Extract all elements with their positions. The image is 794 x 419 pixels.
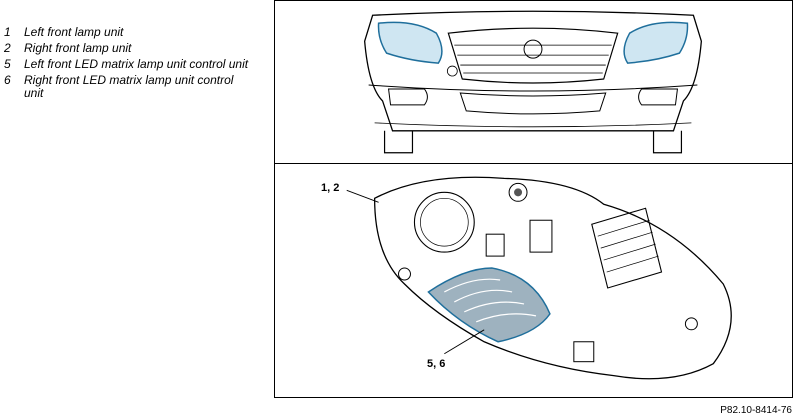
legend-item-2: 2 Right front lamp unit — [4, 42, 254, 55]
headlamp-rear-view: 1, 2 5, 6 — [275, 164, 792, 397]
legend-text: Left front lamp unit — [24, 25, 124, 39]
legend-text: Right front LED matrix lamp unit control… — [24, 73, 234, 100]
legend-text: Left front LED matrix lamp unit control … — [24, 57, 249, 71]
figure-frame: 1, 2 5, 6 — [274, 0, 793, 398]
legend-item-1: 1 Left front lamp unit — [4, 26, 254, 39]
panel-divider — [275, 163, 792, 164]
callout-control-units: 5, 6 — [427, 358, 446, 370]
car-front-illustration — [363, 10, 703, 154]
legend: 1 Left front lamp unit 2 Right front lam… — [4, 26, 254, 103]
legend-number: 1 — [4, 25, 11, 39]
legend-item-6: 6 Right front LED matrix lamp unit contr… — [4, 74, 254, 100]
legend-item-5: 5 Left front LED matrix lamp unit contro… — [4, 58, 254, 71]
legend-number: 5 — [4, 57, 11, 71]
callout-lamp-units: 1, 2 — [321, 182, 340, 194]
reference-code: P82.10-8414-76 — [720, 405, 792, 416]
legend-number: 2 — [4, 41, 11, 55]
headlamp-illustration — [346, 176, 732, 380]
legend-text: Right front lamp unit — [24, 41, 132, 55]
left-headlamp-highlight — [377, 21, 443, 64]
legend-number: 6 — [4, 73, 11, 87]
led-matrix-control-unit-highlight — [427, 267, 551, 343]
car-front-view — [275, 1, 792, 163]
right-headlamp-highlight — [623, 21, 689, 64]
